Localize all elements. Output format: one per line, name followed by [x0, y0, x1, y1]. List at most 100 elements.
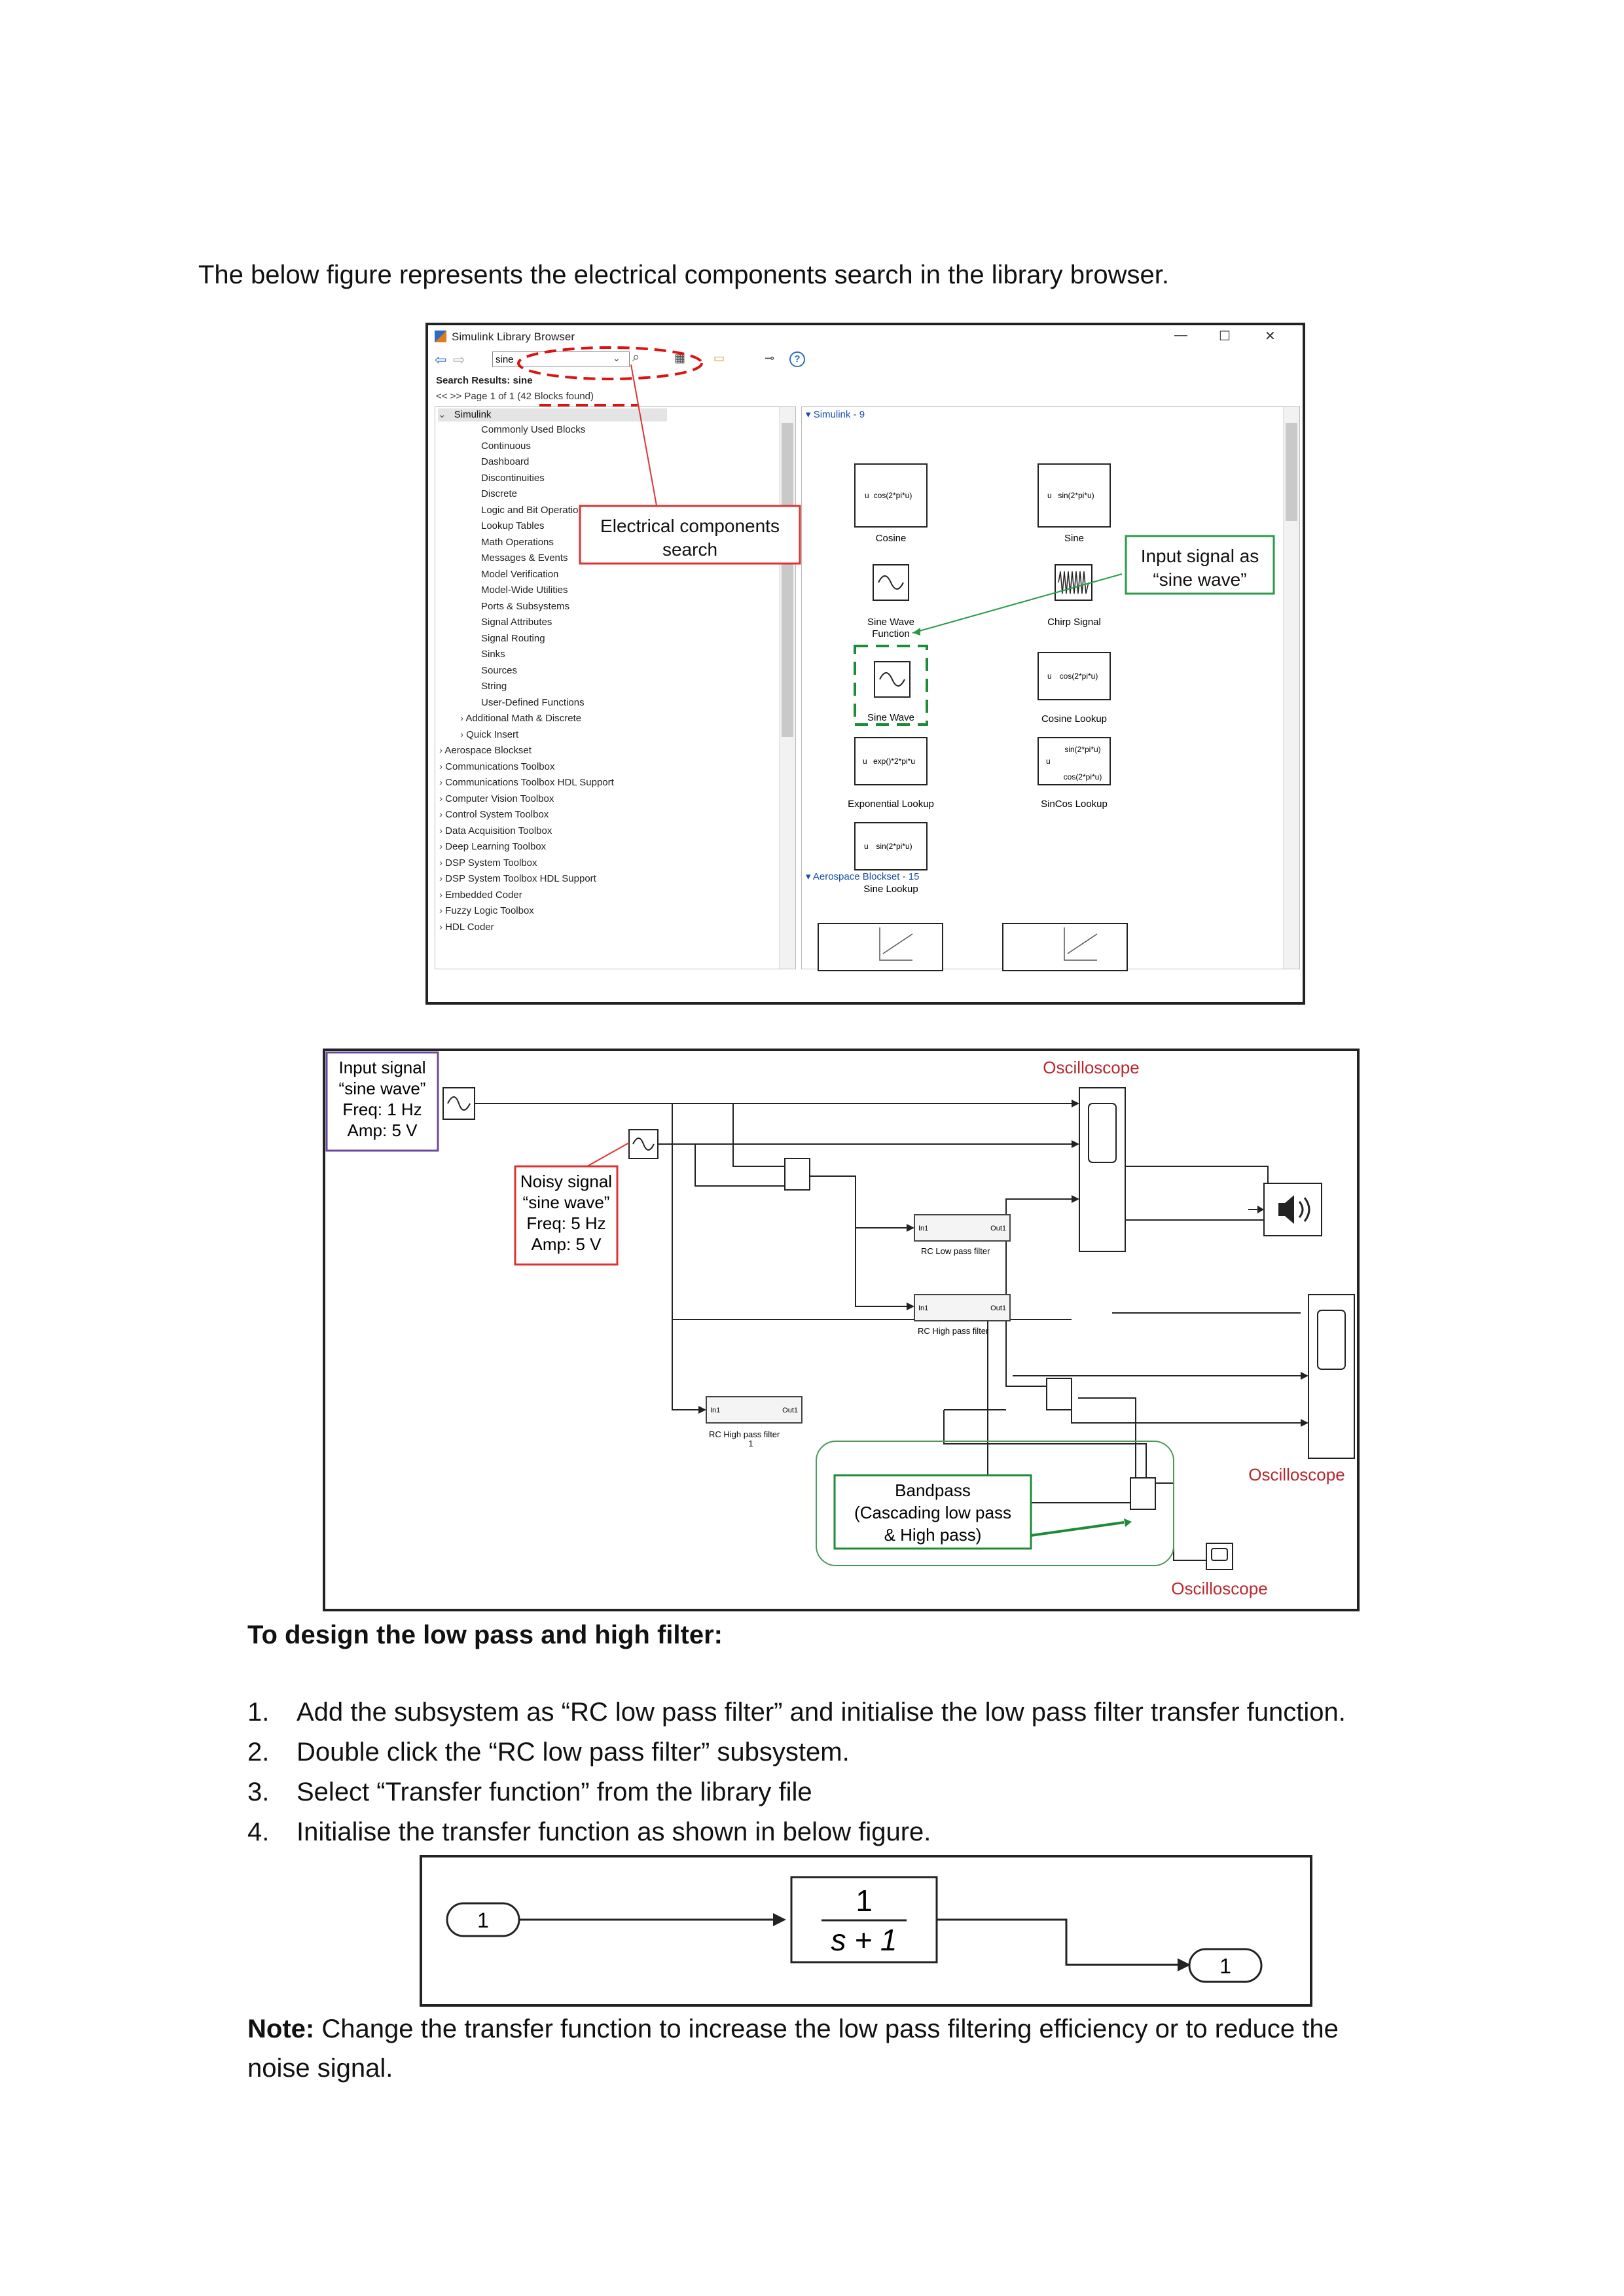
- chevron-down-icon[interactable]: ⌄: [613, 353, 621, 363]
- tree-item[interactable]: Ports & Subsystems: [481, 600, 570, 612]
- sine-wave-function-block[interactable]: Sine Wave Function: [867, 564, 914, 639]
- aero-block-2[interactable]: [1002, 923, 1128, 971]
- note-label: Note:: [247, 2015, 315, 2043]
- tree-item[interactable]: Sources: [481, 664, 518, 676]
- tree-scrollbar[interactable]: [779, 407, 795, 969]
- tree-item[interactable]: › DSP System Toolbox HDL Support: [439, 873, 596, 884]
- transfer-function-figure: 1 1 s + 1 1: [420, 1855, 1312, 2007]
- tree-item[interactable]: › Fuzzy Logic Toolbox: [439, 905, 534, 916]
- tree-item[interactable]: Lookup Tables: [481, 520, 545, 531]
- tree-item[interactable]: › Communications Toolbox HDL Support: [439, 777, 614, 788]
- sine-wave-block[interactable]: Sine Wave: [867, 661, 914, 723]
- osc-bottom-label: Oscilloscope: [1171, 1579, 1267, 1598]
- step-text: Initialise the transfer function as show…: [297, 1818, 931, 1846]
- cosine-expr: cos(2*pi*u): [874, 491, 912, 500]
- svg-text:In1: In1: [710, 1407, 720, 1414]
- bandpass-line3: & High pass): [884, 1525, 982, 1545]
- results-scrollbar[interactable]: [1283, 407, 1299, 969]
- step-number: 1.: [247, 1698, 270, 1727]
- bandpass-line2: (Cascading low pass: [854, 1503, 1011, 1522]
- sincos-lookup-block[interactable]: u sin(2*pi*u) cos(2*pi*u) SinCos Lookup: [1038, 737, 1111, 810]
- chevron-right-icon: ›: [439, 905, 446, 916]
- cosine-block[interactable]: u cos(2*pi*u) Cosine: [854, 463, 928, 544]
- rc-high-pass-block[interactable]: In1 Out1 RC High pass filter: [914, 1294, 1011, 1336]
- search-icon[interactable]: ⌕: [632, 350, 640, 365]
- rc-low-label: RC Low pass filter: [921, 1246, 990, 1256]
- tree-item[interactable]: › Additional Math & Discrete: [460, 713, 582, 724]
- tree-item[interactable]: › HDL Coder: [439, 921, 494, 933]
- exponential-lookup-block[interactable]: u exp()*2*pi*u Exponential Lookup: [848, 737, 934, 810]
- svg-text:1: 1: [748, 1439, 753, 1448]
- search-input[interactable]: [492, 351, 630, 367]
- chevron-right-icon: ›: [460, 728, 467, 740]
- tree-item[interactable]: Commonly Used Blocks: [481, 424, 586, 435]
- tree-item[interactable]: Sinks: [481, 649, 505, 660]
- tree-root-item[interactable]: ⌄ Simulink: [438, 408, 667, 422]
- tree-item[interactable]: User-Defined Functions: [481, 696, 585, 708]
- svg-text:u: u: [1047, 491, 1052, 500]
- tree-item[interactable]: › Computer Vision Toolbox: [439, 793, 554, 804]
- back-arrow-icon[interactable]: ⇦: [435, 351, 447, 368]
- input-callout-line1: Input signal as: [1141, 546, 1259, 566]
- chevron-right-icon: ›: [460, 713, 466, 724]
- rc-low-pass-block[interactable]: In1 Out1 RC Low pass filter: [914, 1214, 1011, 1256]
- rc-high-label: RC High pass filter: [918, 1326, 989, 1336]
- maximize-button[interactable]: ☐: [1219, 329, 1231, 344]
- pin-icon[interactable]: ⊸: [765, 351, 775, 365]
- bandpass-group: [816, 1441, 1174, 1566]
- forward-arrow-icon[interactable]: ⇨: [453, 351, 465, 368]
- close-button[interactable]: ✕: [1265, 329, 1276, 344]
- chevron-right-icon: ›: [439, 793, 446, 804]
- tree-item[interactable]: Continuous: [481, 440, 531, 452]
- tree-item[interactable]: Math Operations: [481, 536, 554, 548]
- tree-item[interactable]: Discrete: [481, 488, 518, 499]
- sine-wave-function-label-1: Sine Wave: [867, 617, 914, 628]
- aero-header[interactable]: ▾ Aerospace Blockset - 15: [806, 871, 920, 882]
- sine-block[interactable]: u sin(2*pi*u) Sine: [1038, 463, 1111, 544]
- tree-item[interactable]: › Quick Insert: [460, 728, 519, 740]
- open-folder-icon[interactable]: ▭: [713, 351, 725, 365]
- tree-item[interactable]: › Aerospace Blockset: [439, 745, 532, 756]
- input-note-line4: Amp: 5 V: [348, 1121, 418, 1140]
- bandpass-line1: Bandpass: [895, 1480, 971, 1500]
- window-title: Simulink Library Browser: [452, 331, 575, 343]
- tree-item[interactable]: Model Verification: [481, 568, 559, 580]
- step-number: 4.: [247, 1818, 270, 1846]
- tree-item[interactable]: › DSP System Toolbox: [439, 857, 537, 869]
- sine-lookup-block[interactable]: u sin(2*pi*u) Sine Lookup: [854, 822, 928, 895]
- tree-item[interactable]: › Control System Toolbox: [439, 809, 549, 820]
- tree-item[interactable]: Model-Wide Utilities: [481, 584, 568, 596]
- tree-item[interactable]: String: [481, 681, 507, 692]
- cosine-lookup-expr: cos(2*pi*u): [1060, 672, 1098, 681]
- search-callout-box: [579, 505, 801, 565]
- library-blocks-overlay: Electrical components search u cos(2*pi*…: [517, 346, 1275, 971]
- aero-block-1[interactable]: [818, 923, 943, 971]
- cosine-lookup-block[interactable]: u cos(2*pi*u) Cosine Lookup: [1038, 652, 1111, 725]
- noisy-note-line1: Noisy signal: [520, 1172, 612, 1191]
- paging-label: << >> Page 1 of 1 (42 Blocks found): [436, 391, 594, 402]
- tree-item[interactable]: › Deep Learning Toolbox: [439, 841, 547, 852]
- tree-item[interactable]: Dashboard: [481, 456, 530, 467]
- bandpass-note-box: [833, 1474, 1032, 1550]
- results-header[interactable]: ▾ Simulink - 9: [806, 409, 865, 420]
- help-icon[interactable]: ?: [789, 351, 805, 367]
- svg-text:In1: In1: [918, 1225, 928, 1232]
- rc-high-pass-1-block[interactable]: In1 Out1 RC High pass filter 1: [706, 1396, 803, 1448]
- minimize-button[interactable]: —: [1174, 328, 1187, 342]
- tree-item[interactable]: › Communications Toolbox: [439, 761, 555, 772]
- input-note-line1: Input signal: [339, 1058, 426, 1077]
- tree-item[interactable]: Signal Attributes: [481, 617, 552, 628]
- tree-item[interactable]: Messages & Events: [481, 552, 568, 564]
- chevron-right-icon: ›: [439, 889, 446, 901]
- tree-item[interactable]: Logic and Bit Operations: [481, 504, 589, 516]
- tree-item[interactable]: › Data Acquisition Toolbox: [439, 825, 552, 836]
- sine-wave-label: Sine Wave: [867, 712, 914, 723]
- tf-outport-label: 1: [1219, 1954, 1231, 1978]
- tree-item[interactable]: Discontinuities: [481, 472, 545, 484]
- tree-item[interactable]: Signal Routing: [481, 632, 545, 644]
- tf-numerator: 1: [856, 1884, 873, 1918]
- tree-item[interactable]: › Embedded Coder: [439, 889, 522, 901]
- sine-lookup-label: Sine Lookup: [863, 884, 918, 895]
- chirp-block[interactable]: Chirp Signal: [1047, 564, 1101, 628]
